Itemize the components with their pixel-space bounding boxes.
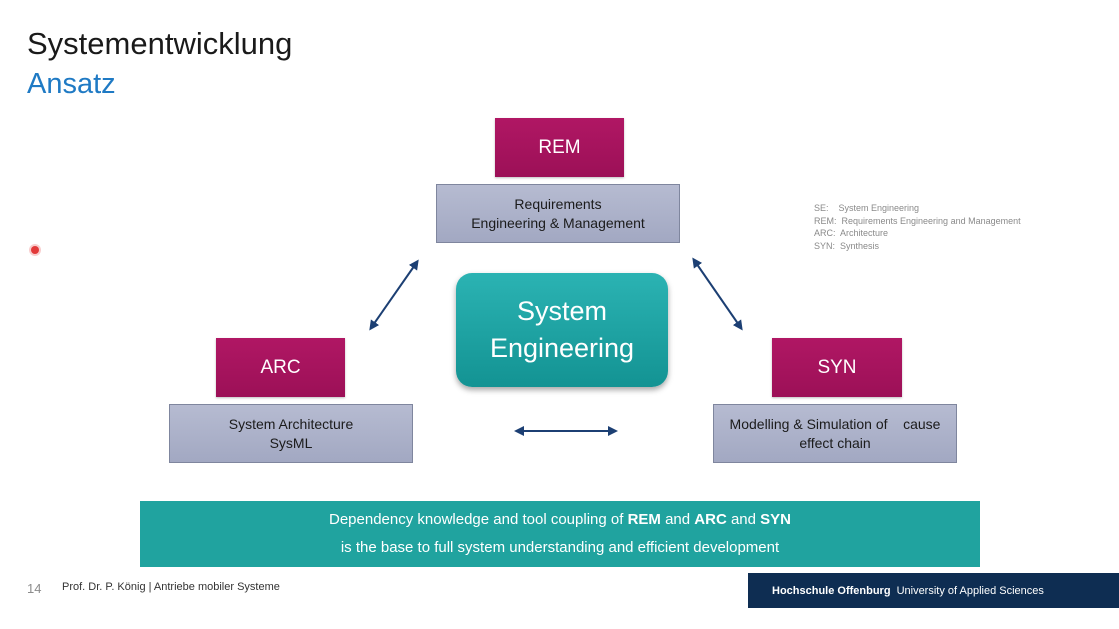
banner-arc: ARC [694,511,727,528]
abbreviation-legend: SE: System Engineering REM: Requirements… [814,202,1021,252]
syn-tag: SYN [772,338,902,397]
slide-title: Systementwicklung [27,26,293,61]
banner-text: and [660,511,695,528]
rem-tag: REM [495,118,624,177]
author-course: Prof. Dr. P. König | Antriebe mobiler Sy… [62,581,280,593]
banner-line1: Dependency knowledge and tool coupling o… [329,506,791,534]
rem-tag-label: REM [538,136,581,158]
syn-line1: Modelling & Simulation of cause [729,415,941,432]
arc-description-box: System Architecture SysML [169,404,413,463]
rem-syn-arrow [692,257,743,331]
page-number: 14 [27,581,42,596]
university-brand-bar: Hochschule Offenburg University of Appli… [748,573,1119,608]
arc-tag-label: ARC [260,356,301,378]
legend-item: ARC: Architecture [814,228,889,238]
legend-item: REM: Requirements Engineering and Manage… [814,215,1021,226]
arc-line2: SysML [269,434,313,451]
arc-tag: ARC [216,338,345,397]
legend-item: SE: System Engineering [814,203,920,213]
rem-line2: Engineering & Management [471,214,645,231]
syn-description-box: Modelling & Simulation of cause effect c… [713,404,957,463]
rem-line1: Requirements [514,195,602,212]
banner-line2: is the base to full system understanding… [340,539,780,556]
banner-text: Dependency knowledge and tool coupling o… [329,511,628,528]
summary-banner: Dependency knowledge and tool coupling o… [140,501,980,567]
legend-item: SYN: Synthesis [814,240,880,251]
pointer-dot [31,246,39,254]
banner-syn: SYN [760,511,791,528]
brand-tagline: University of Applied Sciences [896,584,1044,597]
syn-line2: effect chain [799,434,871,451]
banner-rem: REM [627,511,661,528]
rem-description-box: Requirements Engineering & Management [436,184,680,243]
system-engineering-box: System Engineering [456,273,668,387]
slide-subtitle: Ansatz [27,68,116,100]
arc-rem-arrow [369,259,419,331]
center-line1: System [516,296,608,326]
banner-text: and [726,511,761,528]
syn-tag-label: SYN [817,356,857,378]
arc-line1: System Architecture [228,415,354,432]
brand-name: Hochschule Offenburg [772,584,891,597]
center-line2: Engineering [489,333,635,363]
